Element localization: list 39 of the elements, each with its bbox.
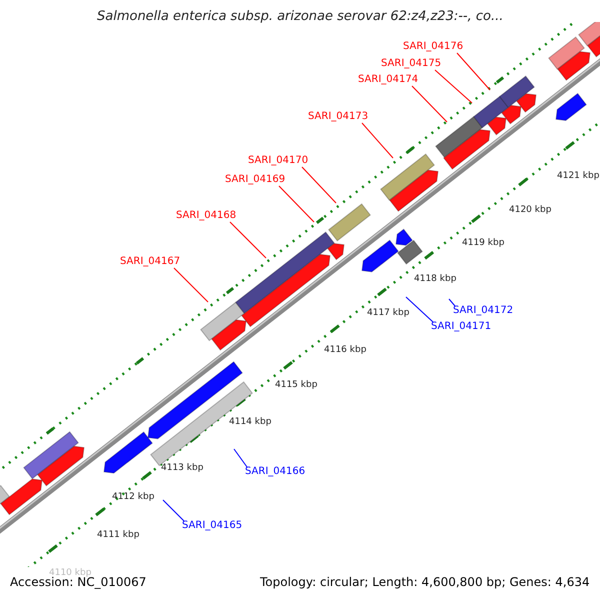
leader-line — [456, 52, 490, 90]
tick-label: 4119 kbp — [462, 237, 504, 249]
gene-label: SARI_04167 — [120, 256, 180, 268]
gene-label: SARI_04168 — [176, 210, 236, 222]
leader-line — [448, 298, 456, 306]
tick-label: 4111 kbp — [97, 529, 140, 541]
gene-label: SARI_04171 — [431, 321, 492, 333]
footer-text: Accession: NC_010067 — [10, 576, 146, 588]
gene-label: SARI_04169 — [225, 174, 286, 186]
gene-label: SARI_04170 — [248, 155, 308, 167]
gene-label: SARI_04165 — [182, 520, 242, 532]
leader-line — [174, 268, 208, 302]
leader-line — [434, 70, 472, 104]
leader-line — [278, 186, 314, 222]
gene-label: SARI_04175 — [381, 58, 442, 70]
leader-line — [302, 166, 336, 204]
footer-text: Topology: circular; Length: 4,600,800 bp; Genes: 4,634 — [260, 576, 590, 588]
tick-label: 4113 kbp — [161, 462, 204, 474]
leader-line — [162, 500, 184, 522]
tick-label: 4116 kbp — [324, 344, 366, 356]
gene-label: SARI_04174 — [358, 74, 418, 86]
leader-line — [412, 86, 448, 122]
tick-label: 4112 kbp — [112, 491, 154, 503]
tick-label: 4115 kbp — [275, 379, 318, 391]
leader-line — [406, 296, 434, 322]
gene-label: SARI_04172 — [453, 305, 514, 317]
gene-label: SARI_04166 — [245, 466, 306, 478]
tick-label: 4120 kbp — [509, 204, 552, 216]
gene-label: SARI_04173 — [308, 111, 368, 123]
tick-label: 4121 kbp — [557, 170, 600, 182]
leader-line — [234, 448, 248, 468]
tick-label: 4114 kbp — [229, 416, 272, 428]
title: Salmonella enterica subsp. arizonae serovar 62:z4,z23:--, co... — [97, 11, 504, 23]
leader-line — [362, 122, 394, 158]
tick-label: 4118 kbp — [414, 273, 456, 285]
leader-line — [230, 222, 266, 258]
gene-label: SARI_04176 — [403, 41, 464, 53]
tick-label: 4117 kbp — [367, 307, 410, 319]
tick-label: 4110 kbp — [49, 567, 92, 578]
